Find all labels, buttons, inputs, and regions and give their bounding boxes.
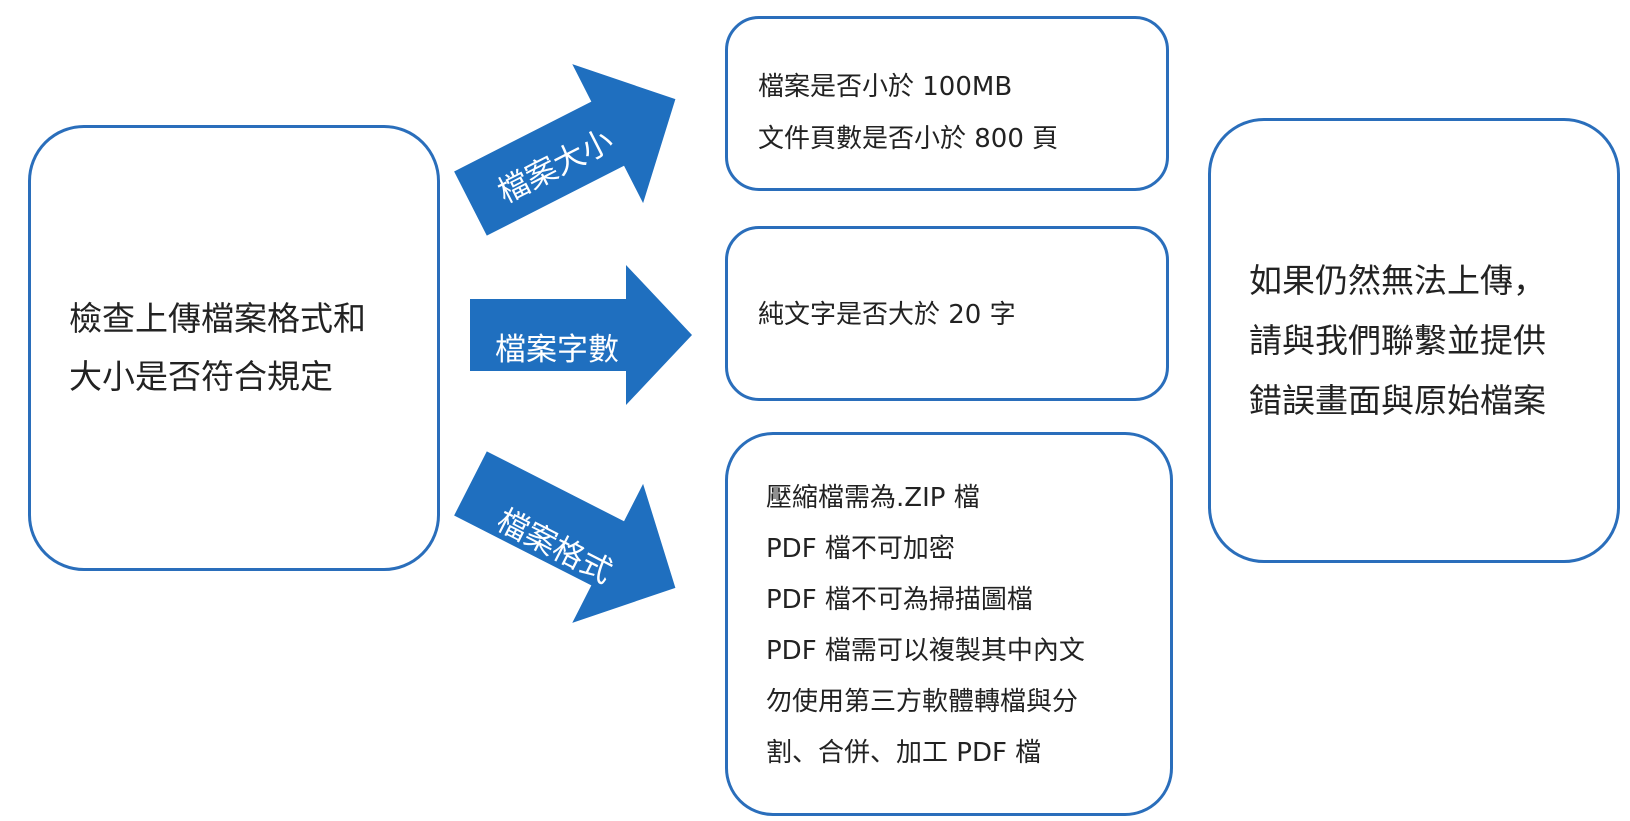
format-check-box: 壓縮檔需為.ZIP 檔 PDF 檔不可加密 PDF 檔不可為掃描圖檔 PDF 檔… — [725, 432, 1173, 816]
start-box: 檢查上傳檔案格式和 大小是否符合規定 — [28, 125, 440, 571]
arrow-count — [470, 265, 692, 405]
arrow-size-shape — [454, 64, 676, 236]
size-check-line: 文件頁數是否小於 800 頁 — [758, 124, 1059, 154]
size-check-line: 檔案是否小於 100MB — [758, 72, 1013, 102]
contact-box: 如果仍然無法上傳， 請與我們聯繫並提供 錯誤畫面與原始檔案 — [1208, 118, 1620, 563]
contact-box-text: 如果仍然無法上傳， 請與我們聯繫並提供 錯誤畫面與原始檔案 — [1249, 251, 1579, 431]
contact-box-line: 請與我們聯繫並提供 — [1249, 320, 1546, 360]
contact-box-line: 錯誤畫面與原始檔案 — [1249, 380, 1546, 420]
word-count-box: 純文字是否大於 20 字 — [725, 226, 1169, 401]
arrow-format-shape — [454, 451, 676, 623]
start-box-text: 檢查上傳檔案格式和 大小是否符合規定 — [69, 290, 399, 406]
format-check-line: 壓縮檔需為.ZIP 檔 — [766, 483, 980, 513]
contact-box-line: 如果仍然無法上傳， — [1249, 260, 1546, 300]
format-check-line: 割、合併、加工 PDF 檔 — [766, 738, 1042, 768]
start-box-line: 大小是否符合規定 — [69, 357, 333, 396]
format-check-lines: 壓縮檔需為.ZIP 檔 PDF 檔不可加密 PDF 檔不可為掃描圖檔 PDF 檔… — [766, 473, 1085, 779]
arrow-format — [454, 451, 676, 623]
word-count-line: 純文字是否大於 20 字 — [758, 300, 1016, 330]
format-check-line: PDF 檔不可為掃描圖檔 — [766, 585, 1033, 615]
word-count-lines: 純文字是否大於 20 字 — [758, 289, 1016, 341]
arrow-count-label: 檔案字數 — [495, 332, 619, 368]
format-check-line: PDF 檔需可以複製其中內文 — [766, 636, 1085, 666]
size-check-box: 檔案是否小於 100MB 文件頁數是否小於 800 頁 — [725, 16, 1169, 191]
start-box-line: 檢查上傳檔案格式和 — [69, 299, 366, 338]
arrow-size — [454, 64, 676, 236]
arrow-count-shape — [470, 265, 692, 405]
format-check-line: 勿使用第三方軟體轉檔與分 — [766, 687, 1079, 717]
size-check-lines: 檔案是否小於 100MB 文件頁數是否小於 800 頁 — [758, 61, 1058, 165]
format-check-line: PDF 檔不可加密 — [766, 534, 955, 564]
